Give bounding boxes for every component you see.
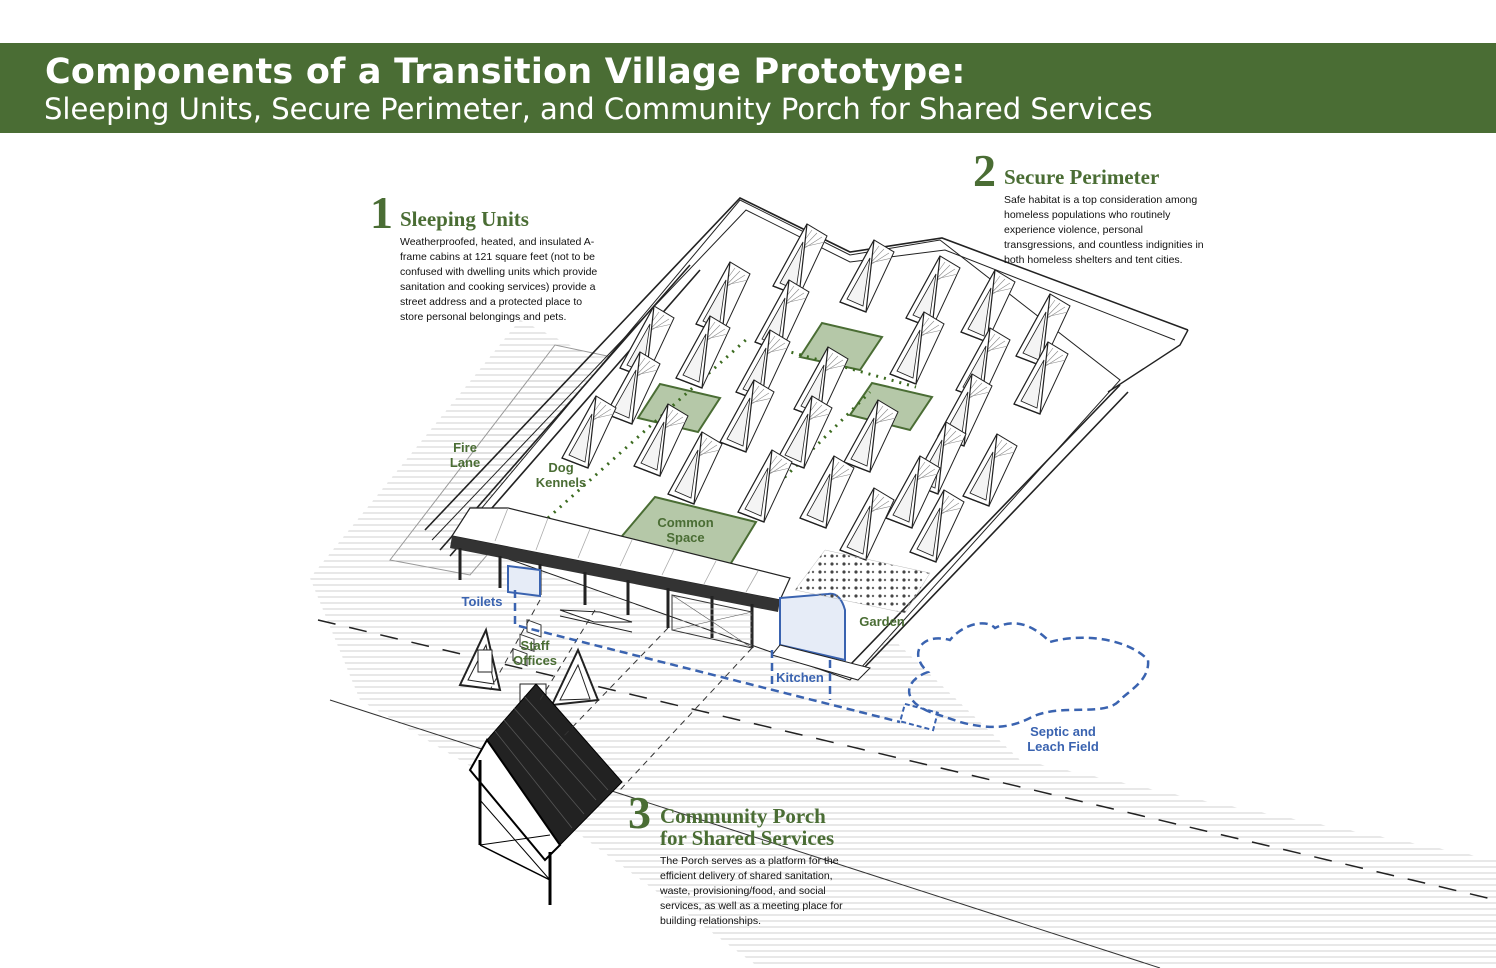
community-porch [450,507,871,681]
page-subtitle: Sleeping Units, Secure Perimeter, and Co… [44,92,1153,126]
exploded-leaders [489,599,753,791]
leach-field [907,622,1150,729]
exploded-porch-module [468,683,623,905]
section-3-body: The Porch serves as a platform for the e… [660,855,843,927]
sanitation-lines [513,590,901,724]
page-title: Components of a Transition Village Proto… [45,52,966,92]
section-1-number: 1 [370,187,393,238]
section-3-heading-line1: Community Porch [660,804,826,828]
section-1-body: Weatherproofed, heated, and insulated A-… [400,236,598,323]
header-banner [0,43,1496,133]
road-edge [329,699,1161,968]
toilets-block [507,564,541,598]
section-2-heading: Secure Perimeter [1004,165,1160,189]
dog-kennels [512,619,542,667]
road-centerline [317,619,1496,901]
label-garden: Garden [859,614,905,629]
green-rooms [615,321,934,570]
garden-plot [794,549,931,614]
porch-bench [559,609,633,623]
label-toilets: Toilets [461,594,503,609]
label-kitchen: Kitchen [776,670,824,685]
section-2-number: 2 [973,145,996,196]
section-3-heading-line2: for Shared Services [660,826,835,850]
staff-offices [458,626,600,707]
section-3-number: 3 [628,787,651,838]
section-1-heading: Sleeping Units [400,207,529,231]
section-2-body: Safe habitat is a top consideration amon… [1004,194,1204,266]
